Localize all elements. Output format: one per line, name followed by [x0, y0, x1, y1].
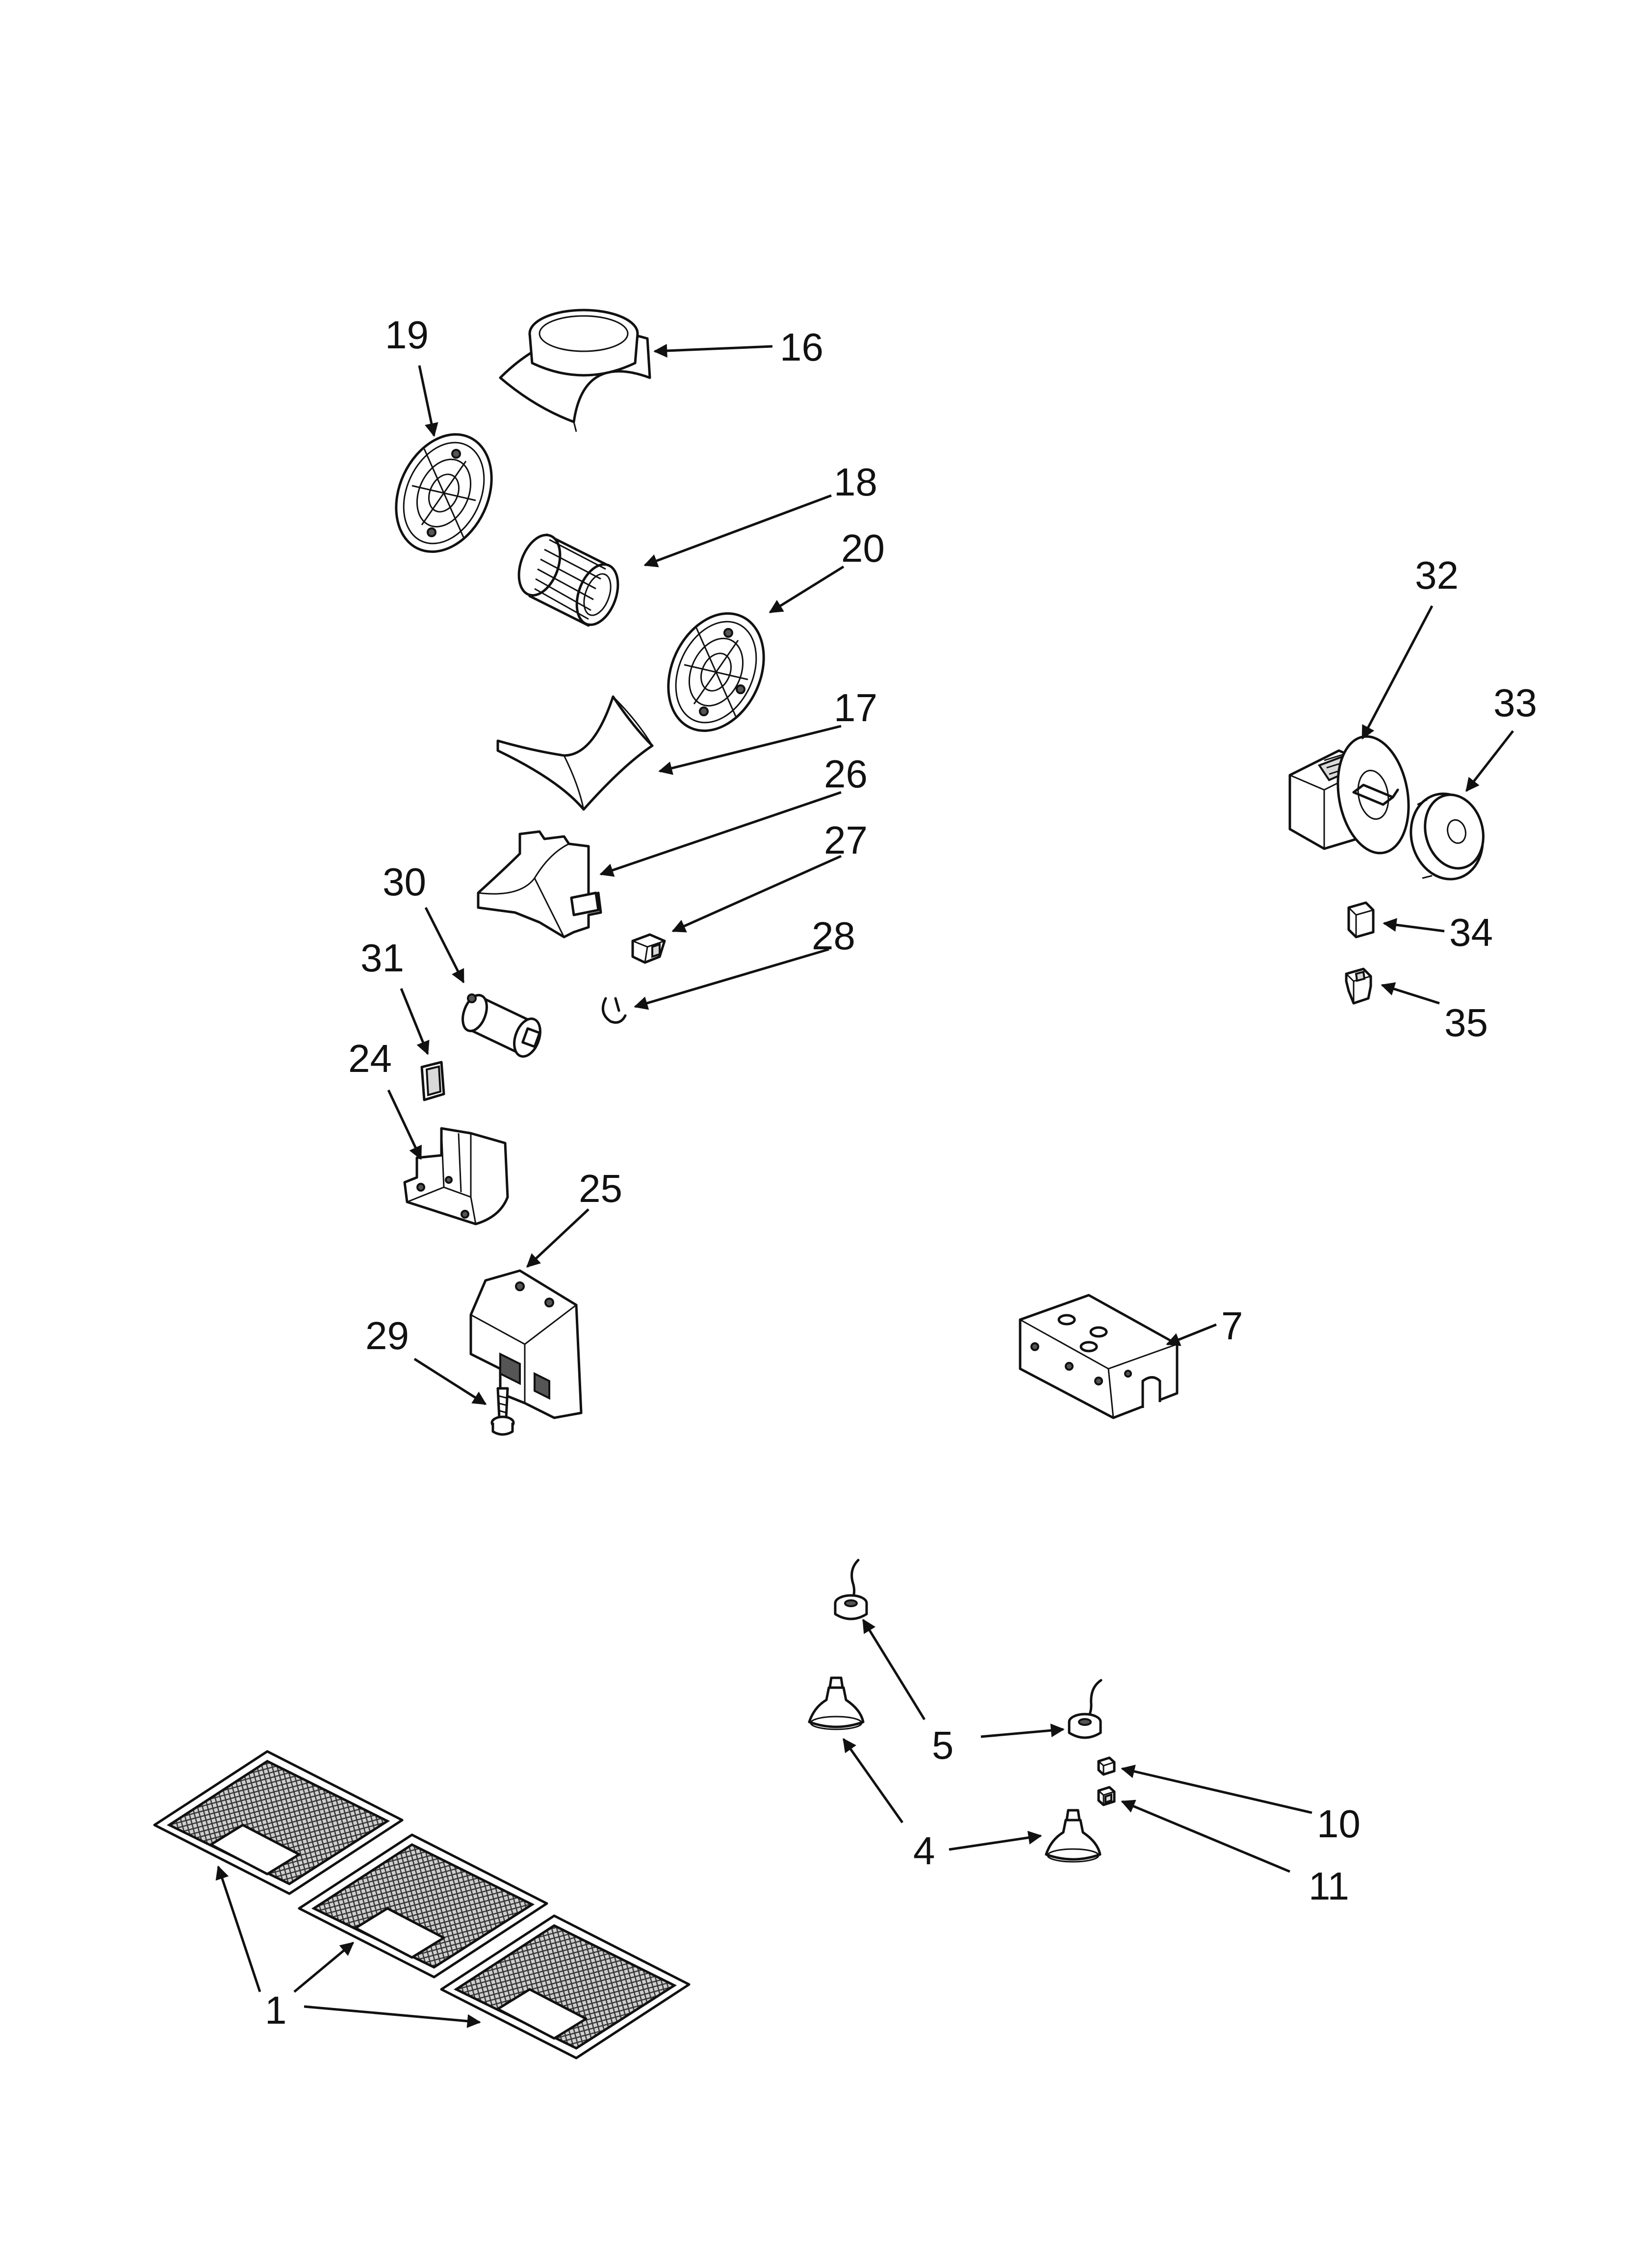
- leader-1b: [293, 1942, 355, 1993]
- callout-labels: 16 19 18 20 17 26 27 30 28 31 24 25 29 3…: [265, 313, 1537, 2032]
- part-25-control-housing: [469, 1269, 583, 1419]
- callout-1: 1: [265, 1988, 287, 2032]
- callout-31: 31: [360, 936, 404, 980]
- part-30-capacitor: [462, 993, 541, 1058]
- part-24-bracket: [403, 1127, 509, 1225]
- callout-26: 26: [824, 752, 868, 796]
- leader-33: [1465, 730, 1514, 792]
- leader-7: [1166, 1323, 1217, 1346]
- part-33-motor-cap: [1410, 792, 1485, 881]
- part-34-block: [1347, 901, 1375, 938]
- callout-28: 28: [812, 914, 855, 958]
- callout-11: 11: [1308, 1864, 1349, 1908]
- callout-19: 19: [385, 313, 429, 357]
- callout-27: 27: [824, 818, 868, 862]
- callout-7: 7: [1221, 1304, 1243, 1348]
- callout-35: 35: [1444, 1001, 1488, 1044]
- leader-4b: [949, 1830, 1042, 1851]
- leader-35: [1381, 982, 1440, 1005]
- part-19-mount-plate: [395, 433, 493, 553]
- leader-32: [1361, 605, 1434, 740]
- leader-4a: [842, 1738, 904, 1824]
- leader-11: [1121, 1799, 1290, 1873]
- callout-25: 25: [579, 1167, 622, 1210]
- leader-5b: [980, 1723, 1065, 1738]
- part-11-connector: [1097, 1786, 1116, 1806]
- callout-16: 16: [780, 325, 823, 369]
- callout-33: 33: [1493, 681, 1537, 725]
- callout-10: 10: [1317, 1802, 1360, 1846]
- leader-5a: [862, 1618, 926, 1721]
- callout-32: 32: [1415, 553, 1459, 597]
- callout-4: 4: [913, 1829, 935, 1873]
- callout-29: 29: [365, 1314, 409, 1357]
- part-17-blower-housing-bottom: [496, 695, 654, 811]
- callout-34: 34: [1449, 911, 1493, 954]
- callout-24: 24: [348, 1037, 392, 1080]
- part-7-junction-box: [1019, 1294, 1179, 1419]
- part-5-lamp-socket-a: [834, 1559, 868, 1620]
- part-26-housing-bracket: [477, 830, 602, 938]
- callout-17: 17: [834, 686, 877, 730]
- leader-24: [387, 1089, 422, 1160]
- leader-27: [671, 855, 842, 933]
- leader-20: [769, 565, 845, 614]
- part-5-lamp-socket-b: [1068, 1679, 1103, 1739]
- leader-lines: [215, 343, 1514, 2028]
- part-35-connector: [1345, 967, 1372, 1005]
- part-29-screw: [490, 1387, 515, 1436]
- leader-19: [418, 365, 438, 437]
- leader-17: [658, 725, 842, 775]
- part-18-blower-wheel: [517, 533, 619, 627]
- leader-1a: [215, 1865, 261, 1992]
- callout-18: 18: [834, 460, 877, 504]
- leader-16: [653, 343, 773, 358]
- leader-29: [413, 1357, 487, 1406]
- part-32-blower-motor: [1288, 735, 1410, 855]
- callout-30: 30: [383, 860, 426, 904]
- leader-34: [1383, 918, 1445, 933]
- part-1-grease-filter-a: [153, 1750, 404, 1895]
- part-1-grease-filter-c: [440, 1914, 691, 2059]
- part-1-grease-filter-b: [298, 1833, 548, 1979]
- leader-26: [599, 791, 842, 877]
- callout-20: 20: [841, 526, 885, 570]
- leader-31: [400, 988, 430, 1055]
- part-28-wire-clip: [601, 997, 627, 1024]
- part-27-clip: [631, 933, 666, 964]
- leader-25: [526, 1208, 590, 1268]
- part-31-block: [420, 1061, 445, 1101]
- leader-30: [424, 907, 465, 984]
- leader-28: [634, 948, 829, 1010]
- part-4-bulb-a: [808, 1676, 865, 1730]
- part-4-bulb-b: [1045, 1809, 1102, 1863]
- callout-5: 5: [932, 1723, 954, 1767]
- leader-18: [643, 494, 832, 568]
- leader-10: [1121, 1765, 1312, 1814]
- part-20-mount-plate: [667, 612, 765, 732]
- part-10-connector: [1097, 1756, 1116, 1776]
- leader-1c: [304, 2005, 481, 2028]
- part-16-blower-housing-top: [499, 309, 651, 432]
